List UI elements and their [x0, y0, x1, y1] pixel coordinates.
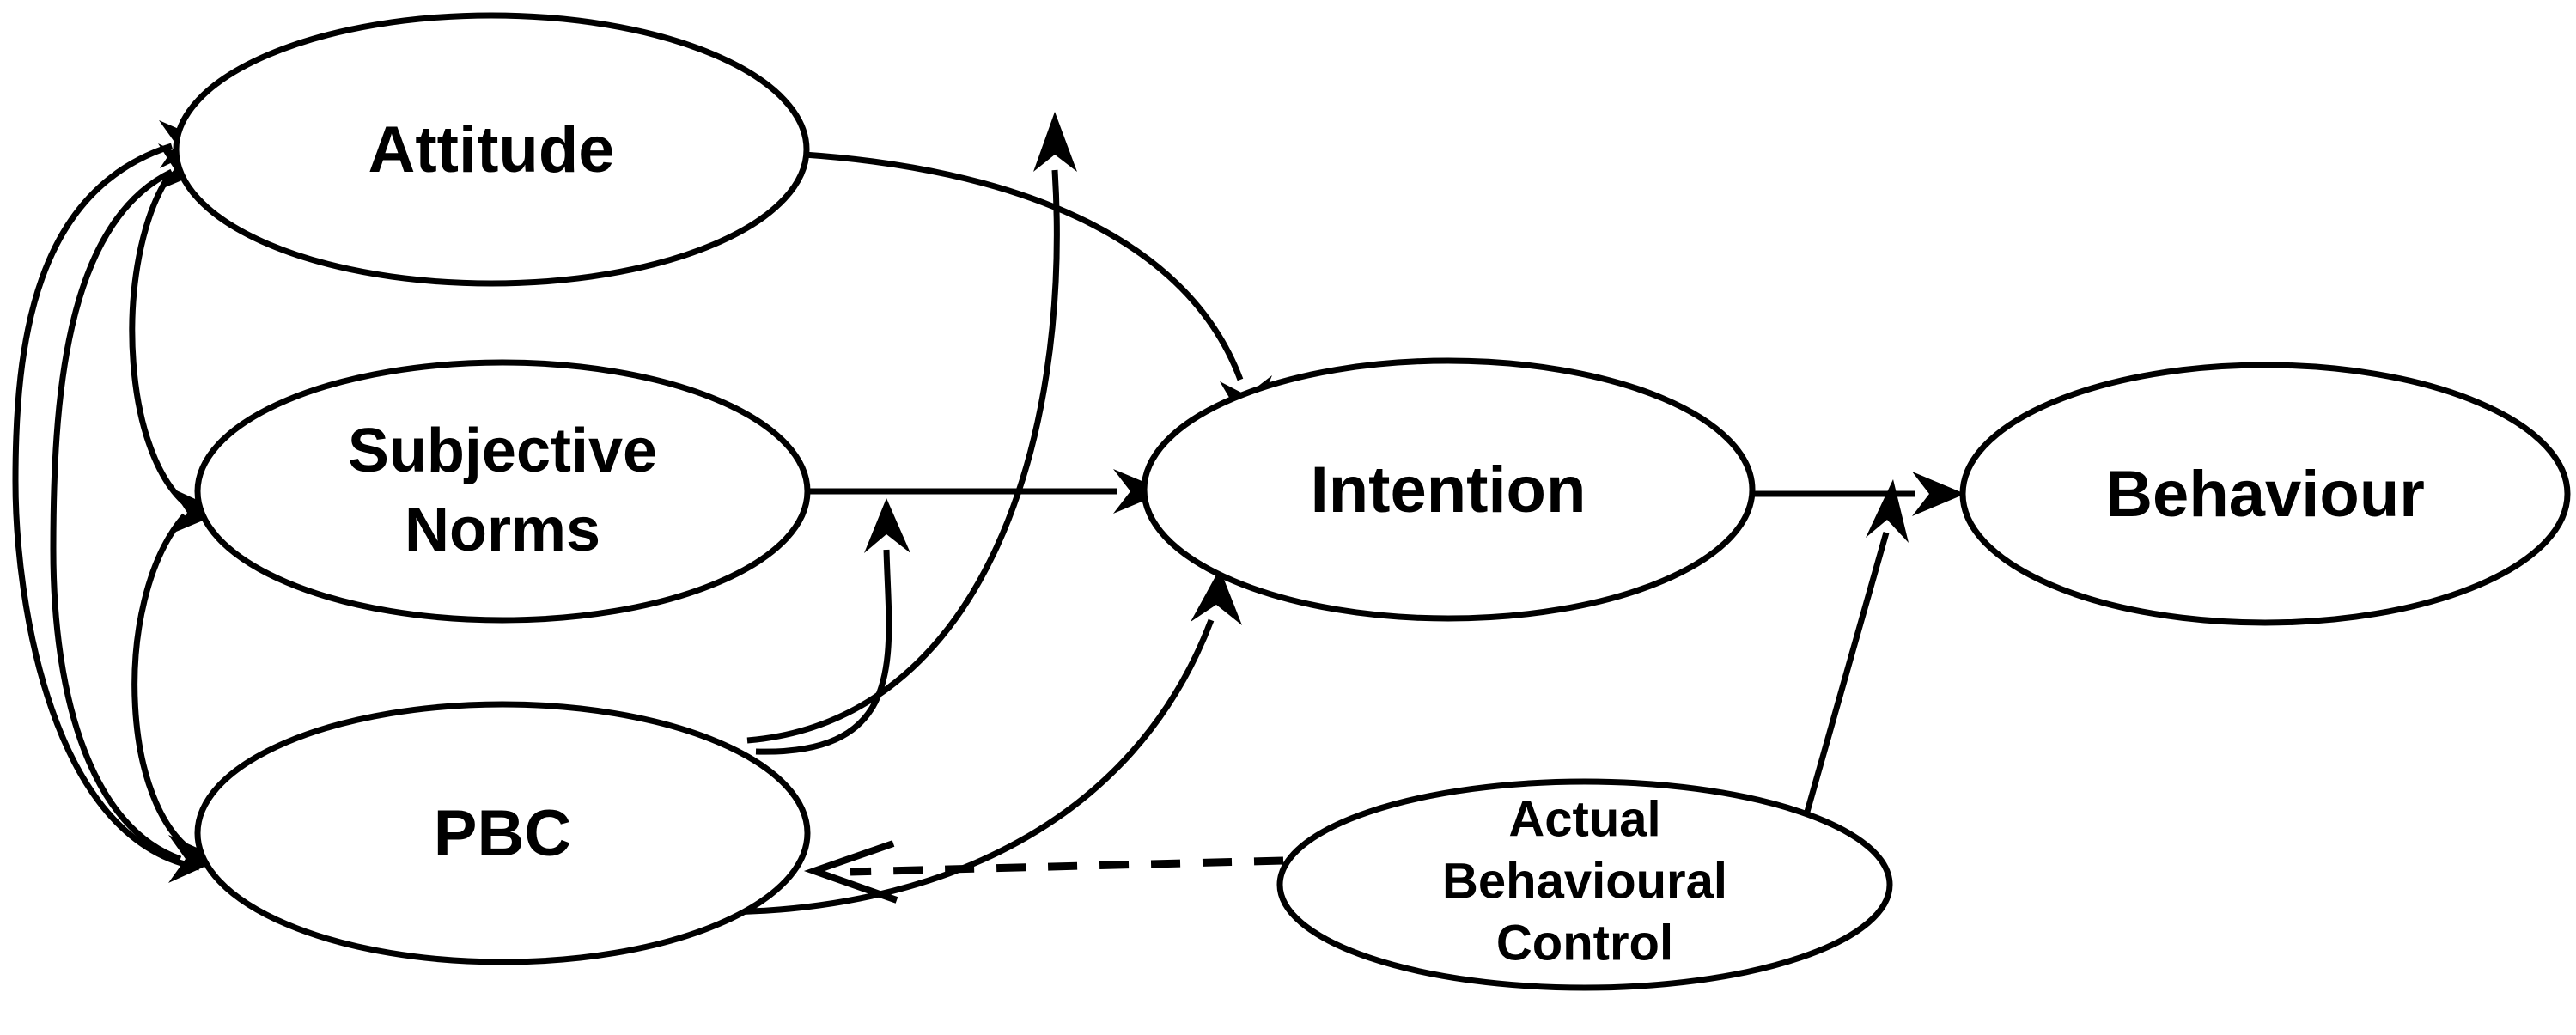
- attitude-label: Attitude: [368, 113, 614, 186]
- edge-pbc-to-attitude: [746, 112, 1077, 744]
- arrowhead-open: [803, 840, 898, 904]
- intention-label: Intention: [1311, 454, 1586, 527]
- edge-attitude-to-pbc-outer: [50, 168, 222, 883]
- edge-subjective-norms-to-intention: [806, 469, 1166, 514]
- pbc-label: PBC: [434, 797, 571, 870]
- attitude-ellipse[interactable]: [173, 12, 810, 287]
- node-subjective-norms[interactable]: Subjective Norms: [194, 359, 811, 624]
- subjective-norms-ellipse[interactable]: [194, 359, 811, 624]
- node-attitude[interactable]: Attitude: [173, 12, 810, 287]
- intention-ellipse[interactable]: [1141, 357, 1756, 622]
- arrowhead-filled: [168, 835, 222, 883]
- node-pbc[interactable]: PBC: [194, 701, 811, 965]
- behaviour-label: Behaviour: [2105, 458, 2425, 531]
- pbc-ellipse[interactable]: [194, 701, 811, 965]
- abc-label-line2: Behavioural: [1442, 853, 1727, 909]
- edge-attitude-to-intention: [803, 151, 1272, 431]
- arrowhead-filled: [1866, 479, 1909, 543]
- subjective-norms-label-line2: Norms: [405, 496, 600, 564]
- arrowhead-filled: [1033, 112, 1077, 172]
- abc-label-line3: Control: [1496, 915, 1673, 971]
- behaviour-ellipse[interactable]: [1959, 362, 2571, 626]
- arrowhead-filled: [170, 488, 223, 534]
- edge-intention-to-behaviour: [1752, 472, 1965, 516]
- edge-pbc-to-subjective-norms-left: [131, 488, 223, 862]
- actual-behavioural-control-ellipse[interactable]: [1276, 778, 1893, 991]
- abc-label-line1: Actual: [1508, 791, 1660, 847]
- node-intention[interactable]: Intention: [1141, 357, 1756, 622]
- subjective-norms-label-line1: Subjective: [348, 417, 657, 485]
- edge-abc-to-behaviour: [1787, 479, 1909, 870]
- arrowhead-filled: [864, 498, 910, 553]
- edge-abc-to-pbc-dashed: [803, 840, 1284, 904]
- arrowhead-filled: [1191, 569, 1242, 625]
- node-behaviour[interactable]: Behaviour: [1959, 362, 2571, 626]
- edge-pbc-to-intention: [721, 569, 1242, 916]
- arrowhead-filled: [1113, 469, 1166, 514]
- node-actual-behavioural-control[interactable]: Actual Behavioural Control: [1276, 778, 1893, 991]
- arrowhead-filled: [1912, 472, 1965, 516]
